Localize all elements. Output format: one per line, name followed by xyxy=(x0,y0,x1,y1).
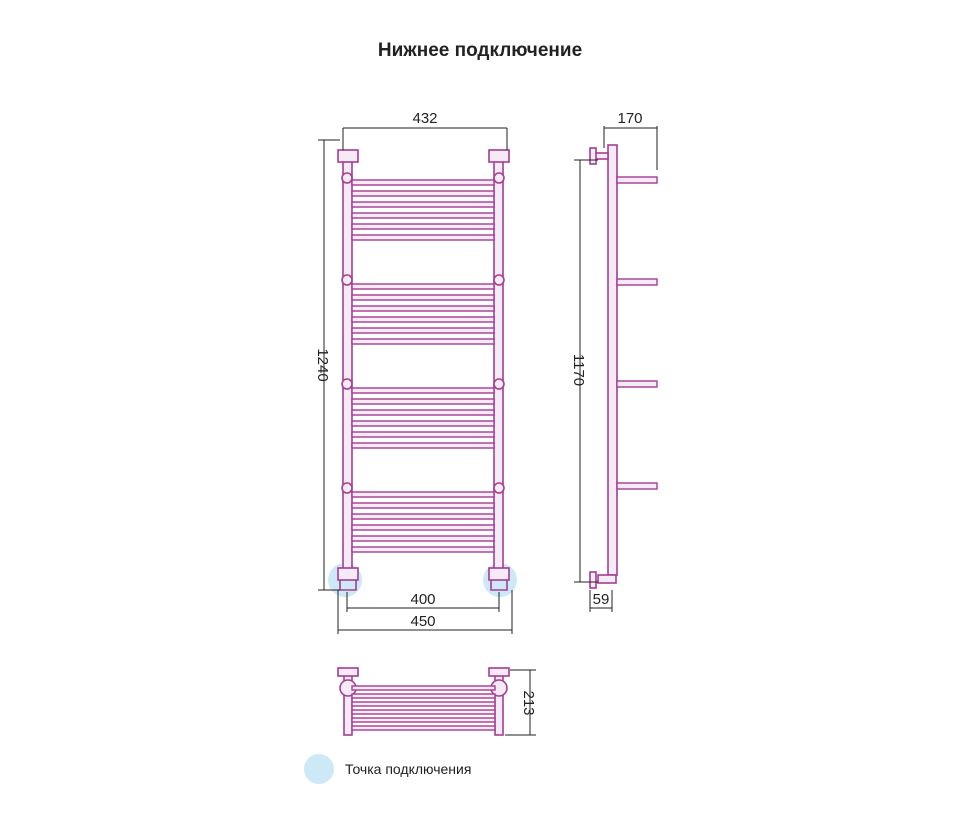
side-bottom-flange xyxy=(589,571,597,589)
rung-group-2 xyxy=(351,283,495,345)
top-view-left-cap xyxy=(337,667,359,677)
top-rung xyxy=(351,693,496,699)
side-view xyxy=(589,144,658,589)
rung xyxy=(351,223,495,230)
dim-label-1240: 1240 xyxy=(314,348,331,381)
joint-left-4 xyxy=(341,482,353,494)
rung xyxy=(351,294,495,301)
bottom-fitting-right xyxy=(488,567,510,581)
joint-left-2 xyxy=(341,274,353,286)
bottom-elbow-left xyxy=(339,580,357,591)
rung xyxy=(351,305,495,312)
top-rung xyxy=(351,725,496,731)
rung xyxy=(351,491,495,498)
connection-point-legend-icon xyxy=(304,754,334,784)
top-rung xyxy=(351,717,496,723)
top-view-right-cap xyxy=(488,667,510,677)
side-shelf-3 xyxy=(616,380,658,388)
joint-right-4 xyxy=(493,482,505,494)
front-view xyxy=(337,149,510,591)
rung-group-4 xyxy=(351,491,495,553)
rung xyxy=(351,179,495,186)
rung xyxy=(351,212,495,219)
bottom-fitting-left xyxy=(337,567,359,581)
rung xyxy=(351,420,495,427)
joint-left-3 xyxy=(341,378,353,390)
top-cap-left xyxy=(337,149,359,163)
dim-label-59: 59 xyxy=(593,591,610,608)
side-shelf-4 xyxy=(616,482,658,490)
dim-label-1170: 1170 xyxy=(570,354,587,386)
rung xyxy=(351,535,495,542)
dim-label-432: 432 xyxy=(412,110,437,127)
rung xyxy=(351,190,495,197)
rung-group-1 xyxy=(351,179,495,241)
connection-point-legend-label: Точка подключения xyxy=(345,761,472,777)
joint-right-1 xyxy=(493,172,505,184)
left-riser xyxy=(342,159,353,571)
dim-label-213: 213 xyxy=(520,690,537,715)
rung xyxy=(351,524,495,531)
front-dimensions xyxy=(318,127,513,634)
top-rung xyxy=(351,709,496,715)
top-view xyxy=(337,667,510,736)
dim-label-450: 450 xyxy=(410,613,435,630)
rung xyxy=(351,283,495,290)
top-view-dimensions xyxy=(505,669,536,736)
top-rung xyxy=(351,685,496,691)
rung xyxy=(351,546,495,553)
rung xyxy=(351,398,495,405)
rung-group-3 xyxy=(351,387,495,449)
joint-left-1 xyxy=(341,172,353,184)
rung xyxy=(351,409,495,416)
side-dimensions xyxy=(574,126,658,612)
rung xyxy=(351,234,495,241)
top-cap-right xyxy=(488,149,510,163)
rung xyxy=(351,316,495,323)
rung xyxy=(351,201,495,208)
side-shelf-1 xyxy=(616,176,658,184)
rung xyxy=(351,338,495,345)
joint-right-3 xyxy=(493,378,505,390)
dim-label-170: 170 xyxy=(617,110,642,127)
joint-right-2 xyxy=(493,274,505,286)
top-rung xyxy=(351,701,496,707)
right-riser xyxy=(493,159,504,571)
page-title: Нижнее подключение xyxy=(377,40,583,61)
dim-label-400: 400 xyxy=(410,591,435,608)
side-top-flange xyxy=(589,147,597,165)
rung xyxy=(351,513,495,520)
bottom-elbow-right xyxy=(490,580,508,591)
rung xyxy=(351,431,495,438)
side-bottom-fitting xyxy=(597,574,617,584)
rung xyxy=(351,327,495,334)
side-riser xyxy=(607,144,618,576)
rung xyxy=(351,387,495,394)
side-shelf-2 xyxy=(616,278,658,286)
rung xyxy=(351,442,495,449)
rung xyxy=(351,502,495,509)
